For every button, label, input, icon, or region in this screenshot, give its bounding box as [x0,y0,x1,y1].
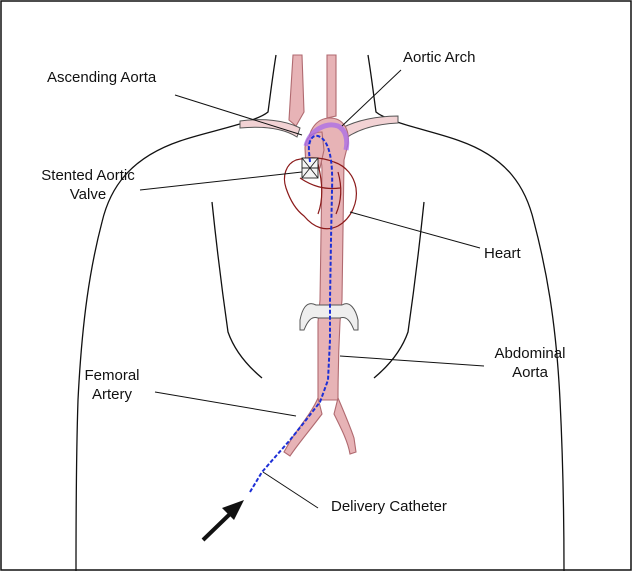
iliac-right [334,398,356,454]
label-femoral-artery-line-1: Femoral [70,366,154,385]
label-heart: Heart [484,244,521,263]
label-abdominal-aorta: Abdominal Aorta [480,344,580,382]
subclavian-right [342,116,398,138]
label-abdominal-aorta-line-2: Aorta [480,363,580,382]
carotid-left [289,55,304,126]
label-stented-aortic-valve-line-1: Stented Aortic [24,166,152,185]
label-delivery-catheter: Delivery Catheter [331,497,447,516]
insertion-arrow [203,500,244,540]
label-femoral-artery: Femoral Artery [70,366,154,404]
label-aortic-arch: Aortic Arch [403,48,476,67]
label-femoral-artery-line-2: Artery [70,385,154,404]
label-abdominal-aorta-line-1: Abdominal [480,344,580,363]
label-stented-aortic-valve-line-2: Valve [24,185,152,204]
carotid-right [327,55,336,118]
label-stented-aortic-valve: Stented Aortic Valve [24,166,152,204]
label-ascending-aorta: Ascending Aorta [47,68,156,87]
